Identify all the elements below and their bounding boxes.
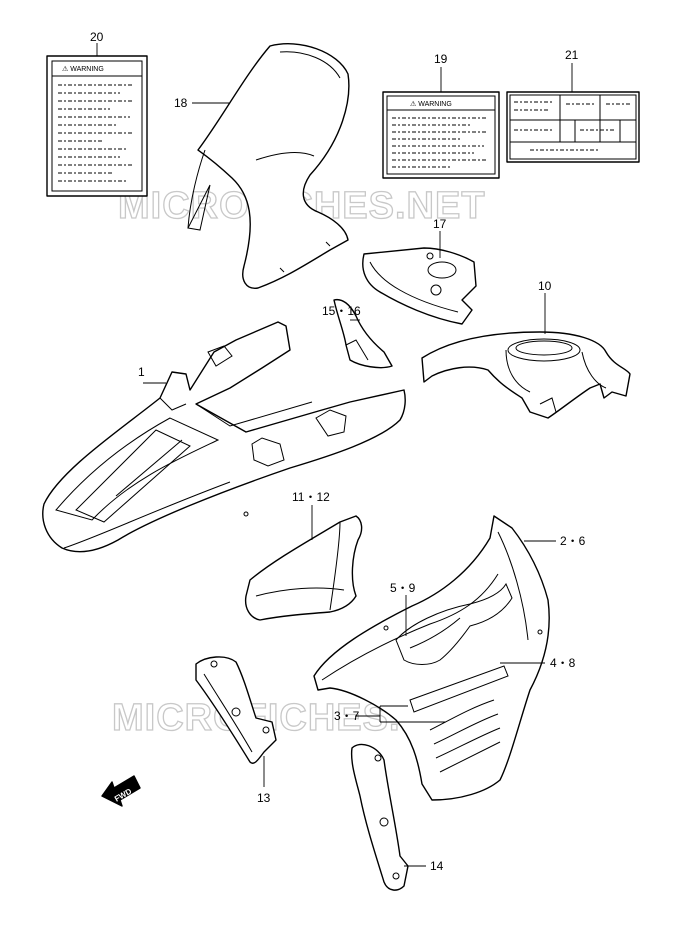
callout-19: 19 (434, 52, 448, 66)
callout-20: 20 (90, 30, 104, 44)
info-label-21 (506, 91, 640, 163)
fwd-arrow-icon: FWD (101, 775, 141, 807)
bracket-plate-17 (362, 247, 477, 325)
decal-fx-graphic (395, 582, 513, 665)
label-19-text-lines (392, 117, 488, 168)
warning-label-19: ⚠ WARNING (382, 91, 500, 179)
callout-21: 21 (565, 48, 579, 62)
warning-label-20: ⚠ WARNING (46, 55, 148, 197)
callout-5-9: 5・9 (390, 581, 416, 595)
callout-4-8: 4・8 (550, 656, 576, 670)
side-cover-2-6 (313, 515, 550, 801)
warning-title-19: ⚠ WARNING (410, 100, 452, 108)
small-bracket-15-16 (333, 298, 393, 369)
label-20-text-lines (58, 84, 134, 182)
callout-11-12: 11・12 (292, 490, 330, 504)
decal-dual-sport (409, 665, 509, 713)
callout-18: 18 (174, 96, 188, 110)
callout-1: 1 (138, 365, 145, 379)
callout-10: 10 (538, 279, 552, 293)
callout-15-16: 15・16 (322, 304, 361, 318)
front-cover-10 (421, 331, 631, 419)
windscreen-18 (187, 43, 350, 289)
callout-13: 13 (257, 791, 271, 805)
callout-14: 14 (430, 859, 444, 873)
lower-bracket-13 (195, 656, 277, 764)
lower-bracket-14 (350, 743, 409, 891)
callout-3-7: 3・7 (334, 709, 360, 723)
inner-panel-11-12 (244, 515, 363, 621)
callout-2-6: 2・6 (560, 534, 586, 548)
warning-title-20: ⚠ WARNING (62, 65, 104, 73)
callout-17: 17 (433, 217, 447, 231)
rear-fender-1 (42, 321, 406, 553)
